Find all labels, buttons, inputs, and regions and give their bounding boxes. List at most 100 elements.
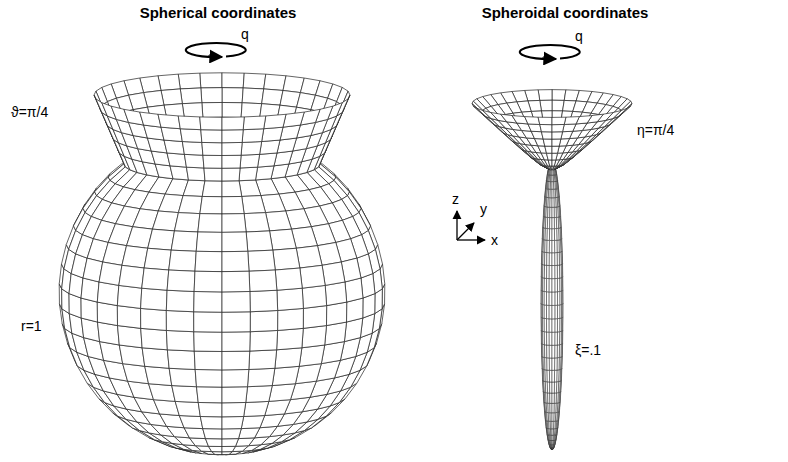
surface-cell xyxy=(196,387,222,403)
surface-cell xyxy=(556,428,557,435)
surface-cell xyxy=(554,370,557,382)
surface-cell xyxy=(562,277,564,291)
surface-cell xyxy=(547,169,548,174)
surface-cell xyxy=(117,306,140,329)
surface-cell xyxy=(552,382,554,393)
surface-cell xyxy=(547,265,550,278)
surface-cell xyxy=(164,140,184,154)
surface-cell xyxy=(202,102,222,117)
surface-cell xyxy=(222,155,241,168)
surface-cell xyxy=(553,440,554,444)
surface-cell xyxy=(563,124,577,132)
surface-cell xyxy=(167,153,186,167)
surface-cell xyxy=(194,312,222,332)
surface-cell xyxy=(175,401,200,416)
surface-cell xyxy=(549,265,552,278)
surface-cell xyxy=(258,153,277,167)
surface-cell xyxy=(552,393,554,403)
surface-cell xyxy=(552,279,555,292)
surface-cell xyxy=(99,262,122,285)
surface-cell xyxy=(552,90,566,101)
surface-cell xyxy=(266,211,292,231)
surface-cell xyxy=(299,345,324,366)
surface-cell xyxy=(202,181,222,197)
surface-cell xyxy=(179,416,202,429)
axis-label: x xyxy=(490,232,499,248)
surface-cell xyxy=(118,326,143,348)
surface-cell xyxy=(269,384,296,402)
surface-cell xyxy=(546,428,547,435)
surface-cell xyxy=(145,366,172,385)
sphere-surface xyxy=(59,161,385,455)
rotation-arrow xyxy=(520,45,580,59)
surface-cell xyxy=(552,413,554,422)
y-axis xyxy=(457,223,474,240)
rotation-arrow xyxy=(186,43,246,57)
surface-cell xyxy=(552,229,555,241)
surface-cell xyxy=(243,116,266,130)
surface-label: η=π/4 xyxy=(636,122,675,138)
surface-cell xyxy=(275,348,302,369)
surface-cell xyxy=(248,250,275,271)
surface-cell xyxy=(553,170,554,175)
surface-cell xyxy=(554,440,555,444)
surface-cell xyxy=(244,401,269,416)
surface-cell xyxy=(551,445,553,448)
surface-cell xyxy=(166,330,194,351)
surface-cell xyxy=(550,445,552,448)
surface-cell xyxy=(278,308,304,330)
surface-cell xyxy=(242,196,266,214)
rotation-label: q xyxy=(574,28,584,44)
surface-cell xyxy=(552,448,554,450)
surface-cell xyxy=(169,368,196,386)
surface-cell xyxy=(525,117,540,125)
surface-cell xyxy=(149,384,176,402)
surface-cell xyxy=(562,304,563,318)
surface-cell xyxy=(550,382,552,393)
surface-cell xyxy=(550,403,552,412)
surface-cell xyxy=(556,175,557,182)
surface-cell xyxy=(204,168,222,181)
surface-cell xyxy=(550,207,552,217)
surface-cell xyxy=(552,198,554,208)
surface-cell xyxy=(152,211,178,231)
surface-cell xyxy=(541,330,543,344)
surface-cell xyxy=(542,369,544,381)
surface-cell xyxy=(556,169,557,174)
surface-cell xyxy=(549,332,552,345)
surface-cell xyxy=(561,343,563,356)
axis-label: z xyxy=(451,191,460,207)
surface-cell xyxy=(549,440,550,444)
surface-cell xyxy=(552,265,555,278)
surface-cell xyxy=(196,232,222,252)
surface-cell xyxy=(552,166,554,170)
surface-cell xyxy=(250,310,277,331)
surface-cell xyxy=(552,445,554,448)
surface-cell xyxy=(555,358,558,370)
surface-cell xyxy=(184,428,205,439)
surface-cell xyxy=(546,153,552,160)
surface-cell xyxy=(562,264,564,278)
surface-cell xyxy=(119,345,144,366)
surface-cell xyxy=(552,305,555,319)
surface-cell xyxy=(186,167,205,181)
surface-cell xyxy=(555,345,558,358)
surface-cell xyxy=(167,350,195,370)
surface-cell xyxy=(550,170,551,175)
surface-cell xyxy=(562,330,564,344)
surface-cell xyxy=(141,328,168,349)
surface-cell xyxy=(302,326,327,348)
surface-cell xyxy=(552,132,563,139)
surface-cell xyxy=(547,240,550,252)
surface-cell xyxy=(222,351,250,370)
surface-cell xyxy=(172,386,198,403)
surface-cell xyxy=(552,100,564,111)
surface-cell xyxy=(325,282,347,306)
surface-label: r=1 xyxy=(20,318,43,334)
surface-cell xyxy=(550,445,551,448)
surface-cell xyxy=(544,318,546,332)
surface-cell xyxy=(550,440,551,444)
hyperboloid-surface xyxy=(472,90,632,170)
surface-cell xyxy=(549,170,550,175)
